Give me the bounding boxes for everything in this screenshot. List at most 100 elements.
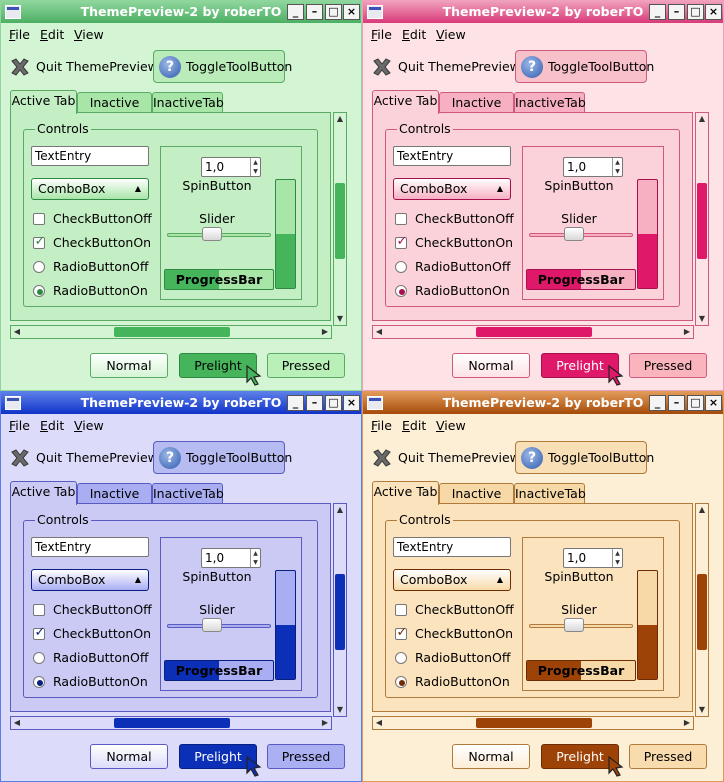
tab-inactive-1[interactable]: Inactive Tab — [77, 483, 152, 521]
horizontal-scroll-thumb[interactable] — [476, 718, 592, 728]
maximize-button[interactable]: □ — [687, 4, 704, 20]
radio-button-off[interactable] — [395, 261, 407, 273]
horizontal-scrollbar[interactable]: ◀ ▶ — [10, 716, 332, 730]
menu-edit[interactable]: Edit — [40, 25, 64, 45]
slider-handle[interactable] — [564, 618, 585, 632]
check-button-on[interactable]: ✓ — [395, 626, 407, 640]
horizontal-scroll-thumb[interactable] — [114, 718, 230, 728]
tab-inactive-2[interactable]: InactiveTab — [152, 483, 224, 505]
menu-view[interactable]: View — [74, 416, 104, 436]
vertical-scrollbar[interactable]: ▲ ▼ — [695, 503, 709, 717]
radio-button-off[interactable] — [33, 652, 45, 664]
window-menu-icon[interactable] — [5, 396, 21, 410]
tab-inactive-1[interactable]: Inactive Tab — [77, 92, 152, 130]
title-bar[interactable]: ThemePreview-2 by roberTO _ – □ × — [1, 1, 361, 23]
tab-inactive-1[interactable]: Inactive Tab — [439, 483, 514, 521]
radio-button-off[interactable] — [395, 652, 407, 664]
shade-button[interactable]: _ — [287, 395, 304, 411]
vertical-scroll-thumb[interactable] — [335, 574, 345, 650]
menu-edit[interactable]: Edit — [40, 416, 64, 436]
scroll-up-icon[interactable]: ▲ — [698, 114, 706, 123]
close-button[interactable]: × — [705, 4, 722, 20]
toggle-tool-button[interactable]: ? ToggleToolButton — [153, 50, 292, 83]
prelight-button[interactable]: Prelight — [179, 744, 257, 769]
close-button[interactable]: × — [705, 395, 722, 411]
radio-button-on[interactable] — [33, 285, 45, 297]
window-menu-icon[interactable] — [367, 5, 383, 19]
shade-button[interactable]: _ — [649, 4, 666, 20]
tab-active[interactable]: Active Tab — [372, 90, 439, 114]
horizontal-scrollbar[interactable]: ◀ ▶ — [10, 325, 332, 339]
slider-handle[interactable] — [564, 227, 585, 241]
check-button-off[interactable] — [395, 213, 407, 225]
menu-file[interactable]: File — [371, 25, 392, 45]
normal-button[interactable]: Normal — [452, 744, 530, 769]
scroll-down-icon[interactable]: ▼ — [698, 314, 706, 323]
menu-view[interactable]: View — [74, 25, 104, 45]
toggle-tool-button[interactable]: ? ToggleToolButton — [515, 50, 654, 83]
scroll-up-icon[interactable]: ▲ — [336, 505, 344, 514]
text-entry[interactable]: TextEntry — [393, 146, 511, 166]
toggle-tool-button[interactable]: ? ToggleToolButton — [515, 441, 654, 474]
quit-tool-button[interactable]: Quit ThemePreview! — [5, 51, 163, 83]
menu-view[interactable]: View — [436, 25, 466, 45]
window-menu-icon[interactable] — [367, 396, 383, 410]
scroll-up-icon[interactable]: ▲ — [698, 505, 706, 514]
combo-box[interactable]: ComboBox ▲ — [31, 569, 149, 591]
minimize-button[interactable]: – — [306, 395, 323, 411]
title-bar[interactable]: ThemePreview-2 by roberTO _ – □ × — [363, 1, 723, 23]
quit-tool-button[interactable]: Quit ThemePreview! — [367, 51, 525, 83]
spin-button[interactable]: 1,0 ▲▼ — [563, 548, 623, 568]
scroll-down-icon[interactable]: ▼ — [336, 705, 344, 714]
combo-box[interactable]: ComboBox ▲ — [393, 178, 511, 200]
title-bar[interactable]: ThemePreview-2 by roberTO _ – □ × — [363, 392, 723, 414]
vertical-scrollbar[interactable]: ▲ ▼ — [333, 112, 347, 326]
toggle-tool-button[interactable]: ? ToggleToolButton — [153, 441, 292, 474]
radio-button-off[interactable] — [33, 261, 45, 273]
scroll-right-icon[interactable]: ▶ — [683, 718, 691, 727]
vertical-scroll-thumb[interactable] — [335, 183, 345, 259]
close-button[interactable]: × — [343, 395, 360, 411]
pressed-button[interactable]: Pressed — [267, 744, 345, 769]
combo-box[interactable]: ComboBox ▲ — [31, 178, 149, 200]
text-entry[interactable]: TextEntry — [31, 146, 149, 166]
normal-button[interactable]: Normal — [90, 353, 168, 378]
maximize-button[interactable]: □ — [325, 4, 342, 20]
minimize-button[interactable]: – — [306, 4, 323, 20]
window-menu-icon[interactable] — [5, 5, 21, 19]
quit-tool-button[interactable]: Quit ThemePreview! — [367, 442, 525, 474]
radio-button-on[interactable] — [33, 676, 45, 688]
maximize-button[interactable]: □ — [325, 395, 342, 411]
tab-inactive-1[interactable]: Inactive Tab — [439, 92, 514, 130]
normal-button[interactable]: Normal — [452, 353, 530, 378]
pressed-button[interactable]: Pressed — [629, 744, 707, 769]
spin-button[interactable]: 1,0 ▲▼ — [201, 548, 261, 568]
prelight-button[interactable]: Prelight — [541, 353, 619, 378]
prelight-button[interactable]: Prelight — [541, 744, 619, 769]
close-button[interactable]: × — [343, 4, 360, 20]
spin-arrows-icon[interactable]: ▲▼ — [612, 158, 622, 176]
scroll-right-icon[interactable]: ▶ — [321, 327, 329, 336]
check-button-on[interactable]: ✓ — [395, 235, 407, 249]
minimize-button[interactable]: – — [668, 395, 685, 411]
spin-arrows-icon[interactable]: ▲▼ — [612, 549, 622, 567]
radio-button-on[interactable] — [395, 285, 407, 297]
shade-button[interactable]: _ — [287, 4, 304, 20]
tab-active[interactable]: Active Tab — [10, 90, 77, 114]
prelight-button[interactable]: Prelight — [179, 353, 257, 378]
check-button-off[interactable] — [33, 213, 45, 225]
combo-box[interactable]: ComboBox ▲ — [393, 569, 511, 591]
minimize-button[interactable]: – — [668, 4, 685, 20]
vertical-scrollbar[interactable]: ▲ ▼ — [333, 503, 347, 717]
horizontal-scrollbar[interactable]: ◀ ▶ — [372, 325, 694, 339]
spin-button[interactable]: 1,0 ▲▼ — [563, 157, 623, 177]
tab-active[interactable]: Active Tab — [10, 481, 77, 505]
vertical-scroll-thumb[interactable] — [697, 574, 707, 650]
shade-button[interactable]: _ — [649, 395, 666, 411]
pressed-button[interactable]: Pressed — [267, 353, 345, 378]
menu-view[interactable]: View — [436, 416, 466, 436]
vertical-scrollbar[interactable]: ▲ ▼ — [695, 112, 709, 326]
scroll-right-icon[interactable]: ▶ — [321, 718, 329, 727]
scroll-down-icon[interactable]: ▼ — [336, 314, 344, 323]
title-bar[interactable]: ThemePreview-2 by roberTO _ – □ × — [1, 392, 361, 414]
